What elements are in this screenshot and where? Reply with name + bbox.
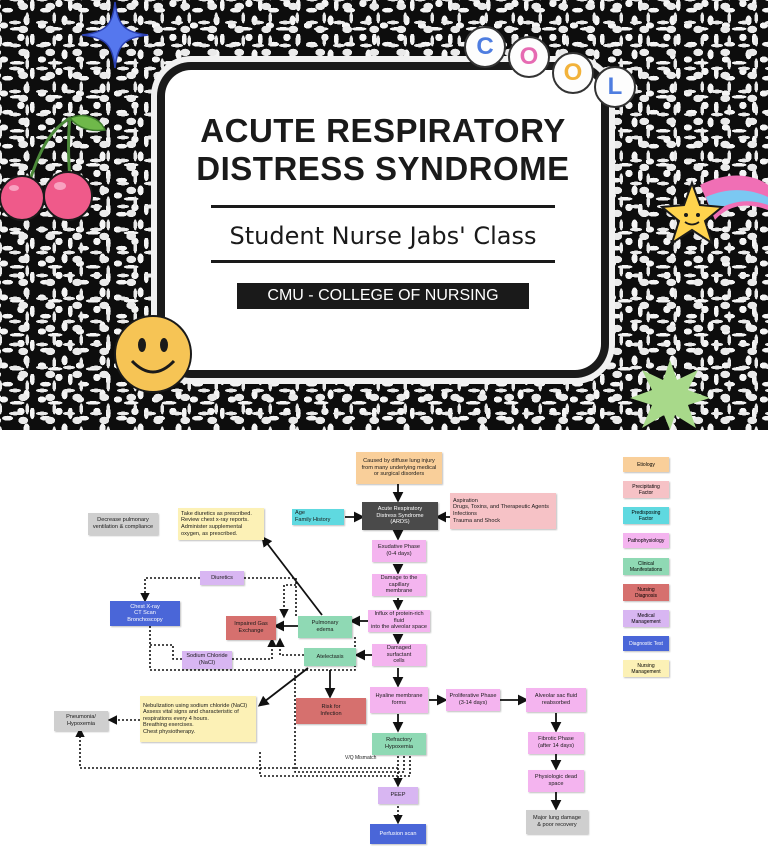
node-damage: Damage to the capillary membrane bbox=[372, 574, 426, 596]
node-precipitating: Aspiration Drugs, Toxins, and Therapeuti… bbox=[450, 493, 556, 529]
sticker-letter-l: L bbox=[594, 66, 636, 108]
legend-diagnostic-test: Diagnostic Test bbox=[623, 636, 669, 651]
legend-predisposing: Predisposing Factor bbox=[623, 507, 669, 524]
node-peep: PEEP bbox=[378, 787, 418, 804]
node-dead-space: Physiologic dead space bbox=[528, 770, 584, 792]
node-major-damage: Major lung damage & poor recovery bbox=[526, 810, 588, 834]
node-exudative: Exudative Phase (0-4 days) bbox=[372, 540, 426, 562]
cherry-icon bbox=[0, 114, 107, 221]
node-alveolar-sac: Alveolar sac fluid reabsorbed bbox=[526, 688, 586, 712]
concept-map: Caused by diffuse lung injury from many … bbox=[0, 430, 768, 862]
starburst-icon bbox=[630, 360, 710, 430]
college-label: CMU - COLLEGE OF NURSING bbox=[237, 283, 529, 309]
page-title: ACUTE RESPIRATORY DISTRESS SYNDROME bbox=[165, 112, 601, 188]
node-fibrotic: Fibrotic Phase (after 14 days) bbox=[528, 732, 584, 754]
sticker-letter-o: O bbox=[552, 52, 594, 94]
subtitle: Student Nurse Jabs' Class bbox=[229, 222, 537, 250]
node-ards: Acute Respiratory Distress Syndrome (ARD… bbox=[362, 502, 438, 530]
legend-etiology: Etiology bbox=[623, 457, 669, 472]
legend-medical-mgmt: Medical Management bbox=[623, 610, 669, 627]
node-influx: Influx of protein-rich fluid into the al… bbox=[368, 610, 430, 632]
node-nebulization: Nebulization using sodium chloride (NaCl… bbox=[140, 696, 256, 742]
node-proliferative: Proliferative Phase (3-14 days) bbox=[446, 689, 500, 711]
smiley-icon bbox=[114, 315, 192, 393]
node-pneumonia: Pneumonia/ Hypoxemia bbox=[54, 711, 108, 731]
legend-precipitating: Precipitating Factor bbox=[623, 481, 669, 498]
shooting-star-icon bbox=[660, 175, 768, 246]
connector-lines bbox=[75, 484, 562, 825]
node-diuretics: Diuretics bbox=[200, 571, 244, 585]
node-decrease: Decrease pulmonary ventilation & complia… bbox=[88, 513, 158, 535]
legend-pathophysiology: Pathophysiology bbox=[623, 533, 669, 548]
node-predisposing: Age Family History bbox=[292, 509, 344, 525]
node-etiology: Caused by diffuse lung injury from many … bbox=[356, 452, 442, 484]
divider bbox=[211, 205, 555, 208]
sparkle-icon bbox=[81, 1, 149, 69]
node-perfusion: Perfusion scan bbox=[370, 824, 426, 844]
divider bbox=[211, 260, 555, 263]
node-risk-infection: Risk for Infection bbox=[296, 698, 366, 724]
sticker-letter-o: O bbox=[508, 36, 550, 78]
legend-clinical: Clinical Manifestations bbox=[623, 558, 669, 575]
node-sodium-chloride: Sodium Chloride (NaCl) bbox=[182, 651, 232, 669]
title-card: ACUTE RESPIRATORY DISTRESS SYNDROME Stud… bbox=[165, 70, 601, 370]
node-pulmonary-edema: Pulmonary edema bbox=[298, 616, 352, 638]
node-surfactant: Damaged surfactant cells bbox=[372, 644, 426, 666]
sticker-letter-c: C bbox=[464, 26, 506, 68]
title-line-1: ACUTE RESPIRATORY bbox=[200, 112, 566, 149]
node-chest-xray: Chest X-ray CT Scan Bronchoscopy bbox=[110, 601, 180, 626]
node-atelectasis: Atelectasis bbox=[304, 648, 356, 666]
legend-nursing-mgmt: Nursing Management bbox=[623, 660, 669, 677]
title-line-2: DISTRESS SYNDROME bbox=[196, 150, 570, 187]
node-hyaline: Hyaline membrane forms bbox=[370, 687, 428, 713]
label-vq-mismatch: V/Q Mismatch bbox=[345, 755, 377, 761]
node-impaired-gas: Impaired Gas Exchange bbox=[226, 616, 276, 640]
node-refractory: Refractory Hypoxemia bbox=[372, 733, 426, 755]
banner-background: ACUTE RESPIRATORY DISTRESS SYNDROME Stud… bbox=[0, 0, 768, 430]
legend-nursing-diagnosis: Nursing Diagnosis bbox=[623, 584, 669, 601]
node-nursing-mgmt-diuretics: Take diuretics as prescribed. Review che… bbox=[178, 508, 264, 540]
